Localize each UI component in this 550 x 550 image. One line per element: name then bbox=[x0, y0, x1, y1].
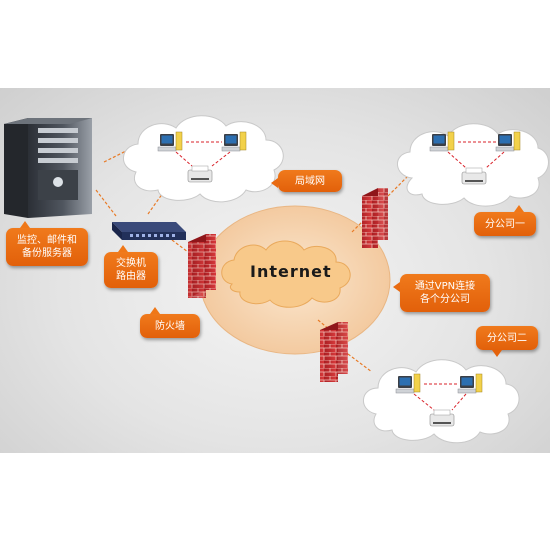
callout-firewall: 防火墙 bbox=[140, 307, 200, 338]
link-server-lan bbox=[103, 149, 129, 163]
branch1-pc-icon bbox=[429, 131, 455, 152]
switch-router-icon bbox=[112, 222, 186, 240]
callout-servers: 监控、邮件和 备份服务器 bbox=[6, 221, 88, 266]
firewall-right-icon bbox=[362, 188, 388, 248]
network-links bbox=[95, 149, 409, 373]
internet-cloud bbox=[221, 240, 351, 308]
branch2-lines bbox=[413, 383, 467, 411]
lan-cloud bbox=[123, 115, 284, 203]
firewall-left-icon bbox=[188, 234, 216, 298]
callout-branch1: 分公司一 bbox=[474, 205, 536, 236]
branch2-cloud bbox=[363, 359, 520, 444]
link-server-switch bbox=[95, 189, 117, 217]
lan-pc-icon bbox=[221, 131, 247, 152]
internet-label: Internet bbox=[250, 262, 332, 281]
branch2-pc-icon bbox=[395, 373, 421, 394]
lan-pc-icon bbox=[157, 131, 183, 152]
link-firewall-bottom-branch2 bbox=[347, 353, 373, 373]
lan-lines bbox=[175, 141, 231, 167]
link-firewall-right-branch1 bbox=[387, 175, 409, 197]
firewall-bottom-icon bbox=[320, 322, 348, 382]
link-internet-firewall-bottom bbox=[317, 319, 331, 331]
link-internet-firewall-right bbox=[351, 221, 363, 233]
branch1-cloud bbox=[397, 123, 549, 207]
callout-branch2: 分公司二 bbox=[476, 326, 538, 357]
branch2-pc-icon bbox=[457, 373, 483, 394]
branch1-pc-icon bbox=[495, 131, 521, 152]
callout-switch-router: 交换机 路由器 bbox=[104, 245, 158, 288]
branch1-lines bbox=[447, 141, 505, 169]
server-tower-icon bbox=[4, 118, 92, 218]
link-switch-firewall bbox=[171, 239, 189, 253]
callout-vpn: 通过VPN连接 各个分公司 bbox=[393, 274, 490, 312]
callout-lan: 局域网 bbox=[271, 170, 342, 192]
